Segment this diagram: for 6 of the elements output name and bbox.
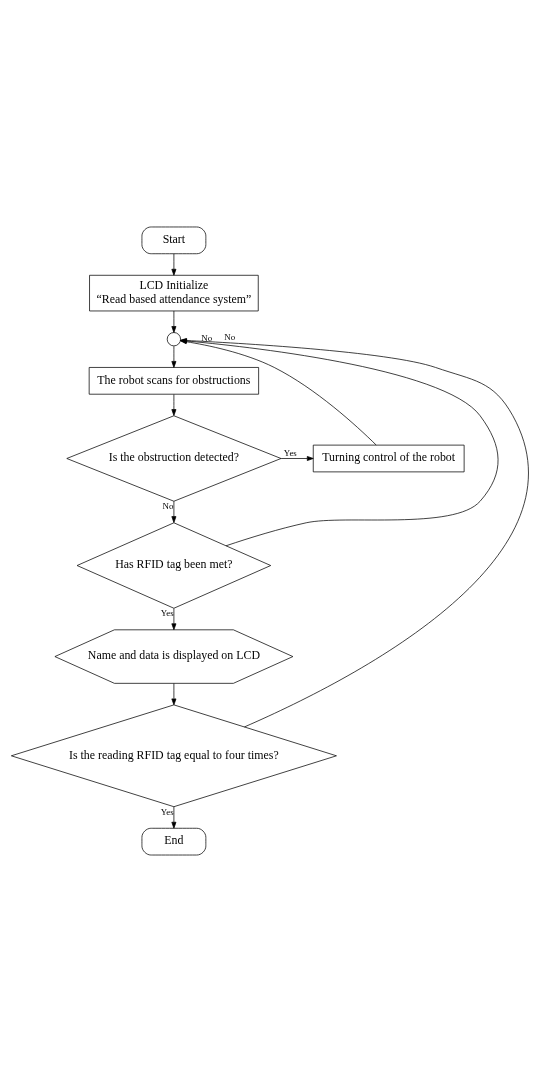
edge-label: Yes <box>283 447 297 458</box>
edge-label: No <box>224 331 236 342</box>
edge-label: Yes <box>160 607 174 618</box>
edge-label: No <box>162 500 174 511</box>
edge-label: Yes <box>160 806 174 817</box>
edge-label: No <box>201 332 213 343</box>
